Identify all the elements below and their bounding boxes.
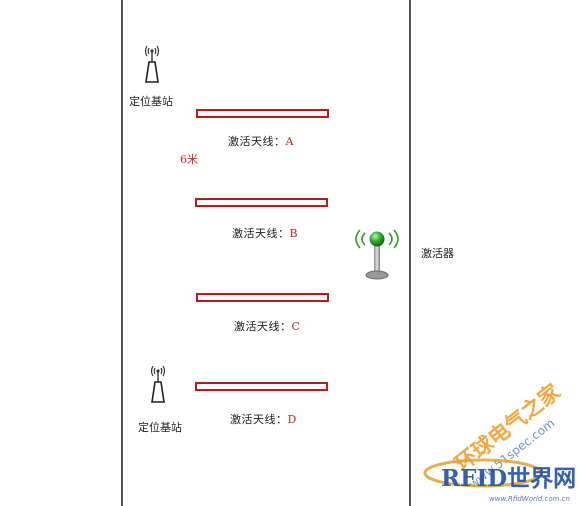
activation-antenna-b bbox=[195, 198, 328, 207]
activation-antenna-c bbox=[196, 293, 329, 302]
antenna-label-prefix: 激活天线： bbox=[228, 135, 286, 148]
watermark-site-cn: 环球电气之家 bbox=[451, 379, 566, 476]
watermark-brand-url: www.RfidWorld.com.cn bbox=[489, 495, 570, 503]
watermark-brand: RFID世界网 bbox=[441, 465, 576, 492]
antenna-label-prefix: 激活天线： bbox=[232, 227, 290, 240]
corridor-left-wall bbox=[121, 0, 123, 506]
watermark-site-url: www.51spec.com bbox=[466, 416, 557, 492]
activator-label: 激活器 bbox=[421, 247, 454, 260]
antenna-label-letter: A bbox=[285, 135, 294, 148]
antenna-label-letter: C bbox=[291, 320, 301, 333]
distance-label: 6米 bbox=[180, 153, 198, 166]
antenna-b-label: 激活天线：B bbox=[232, 225, 298, 241]
antenna-a-label: 激活天线：A bbox=[228, 133, 294, 149]
base-station-antenna-icon bbox=[150, 365, 166, 403]
activation-antenna-a bbox=[196, 109, 329, 118]
base-station-bottom-label: 定位基站 bbox=[138, 421, 182, 434]
antenna-label-prefix: 激活天线： bbox=[230, 413, 288, 426]
antenna-label-prefix: 激活天线： bbox=[234, 320, 292, 333]
antenna-label-letter: B bbox=[289, 227, 299, 240]
corridor-right-wall bbox=[409, 0, 411, 506]
base-station-top-label: 定位基站 bbox=[129, 95, 173, 108]
antenna-c-label: 激活天线：C bbox=[234, 318, 300, 334]
base-station-antenna-icon bbox=[144, 45, 160, 83]
watermark-logo: 环球电气之家 www.51spec.com RFID世界网 www.RfidWo… bbox=[423, 379, 576, 503]
antenna-label-letter: D bbox=[287, 413, 297, 426]
antenna-d-label: 激活天线：D bbox=[230, 411, 297, 427]
wireless-activator-icon bbox=[355, 229, 399, 280]
activation-antenna-d bbox=[195, 382, 328, 391]
